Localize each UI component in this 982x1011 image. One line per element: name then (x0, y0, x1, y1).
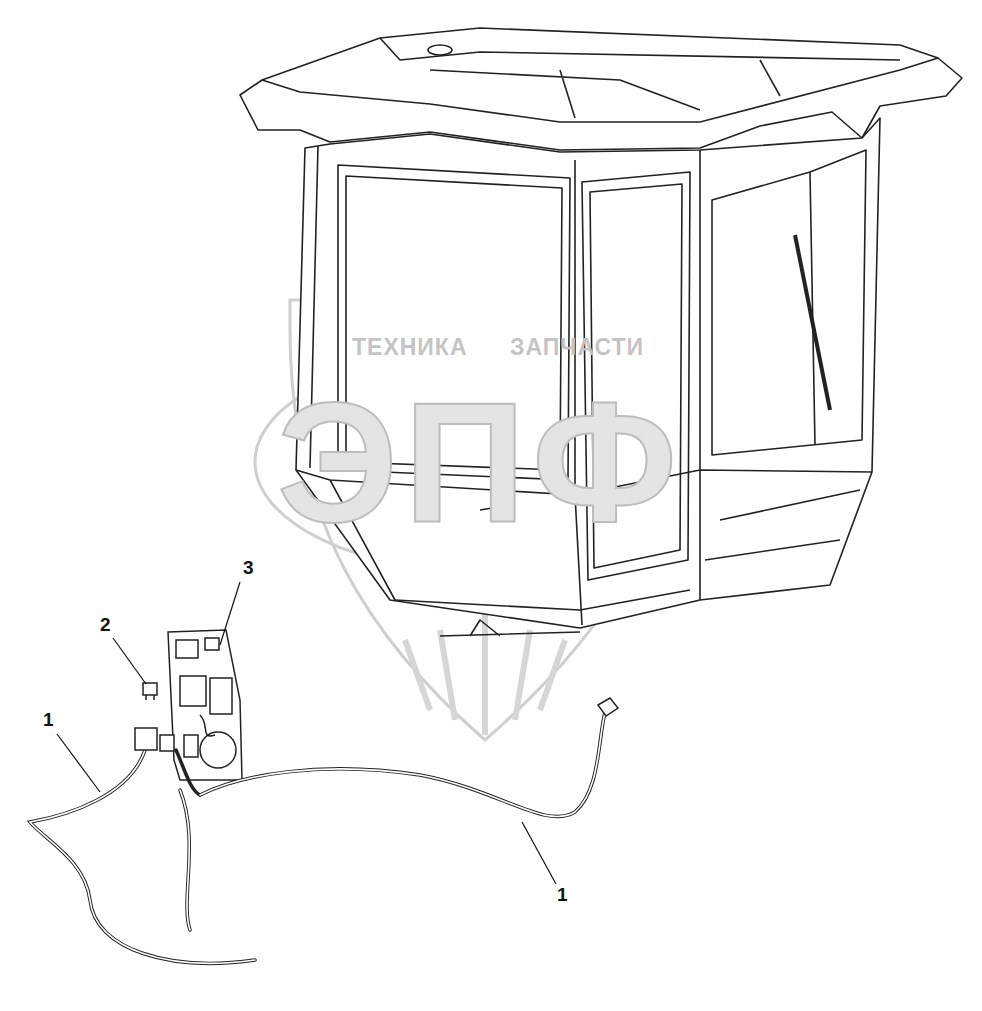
watermark-text: ЗАПЧАСТИ (510, 336, 644, 359)
fuse (143, 683, 157, 700)
wiring-harness (30, 712, 605, 963)
callout-number: 3 (243, 558, 254, 577)
watermark-logo: ЭПФ (277, 377, 683, 547)
watermark-text: ТЕХНИКА (352, 336, 468, 359)
leader-lines (57, 582, 556, 884)
callout-number: 1 (43, 710, 54, 729)
callout-number: 2 (100, 615, 111, 634)
callout-number: 1 (557, 885, 568, 904)
